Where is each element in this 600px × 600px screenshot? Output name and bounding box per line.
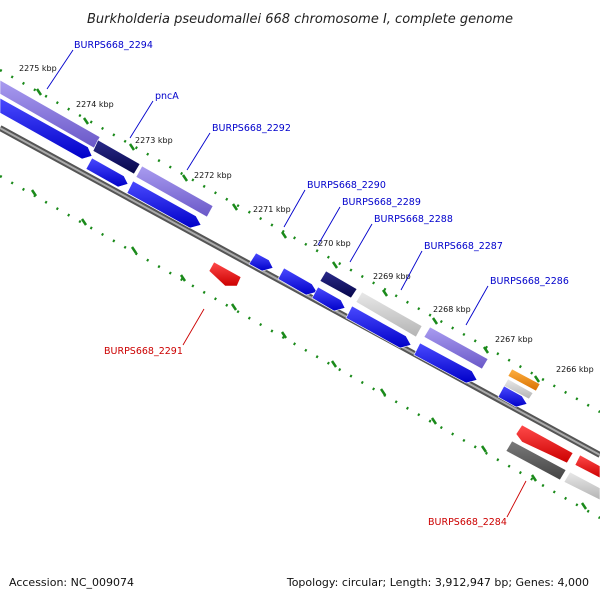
feature-burps668-2286[interactable] — [423, 326, 489, 370]
accession-text: Accession: NC_009074 — [9, 576, 134, 589]
tick-label-2272: 2272 kbp — [194, 171, 232, 180]
tick-labels: 2275 kbp 2274 kbp 2273 kbp 2272 kbp 2271… — [19, 64, 594, 374]
gene-label-burps668-2290[interactable]: BURPS668_2290 — [307, 180, 386, 191]
cds-pnca[interactable] — [85, 157, 129, 188]
gene-label-pnca[interactable]: pncA — [155, 91, 179, 102]
cds-burps668-2284-red[interactable] — [515, 424, 574, 464]
cds-red-right[interactable] — [574, 454, 600, 479]
topology-text: Topology: circular; Length: 3,912,947 bp… — [286, 576, 589, 589]
gene-labels: BURPS668_2294 pncA BURPS668_2292 BURPS66… — [74, 40, 569, 528]
tick-label-2275: 2275 kbp — [19, 64, 57, 73]
tick-label-2269: 2269 kbp — [373, 272, 411, 281]
feature-burps668-2292[interactable] — [135, 165, 214, 218]
reverse-feature-track — [208, 261, 600, 501]
major-ticks-inner — [30, 189, 588, 510]
gene-label-burps668-2291[interactable]: BURPS668_2291 — [104, 346, 183, 357]
cds-burps668-2290b[interactable] — [277, 267, 318, 296]
feature-orange[interactable] — [507, 368, 541, 392]
tick-label-2270: 2270 kbp — [313, 239, 351, 248]
gene-label-burps668-2292[interactable]: BURPS668_2292 — [212, 123, 291, 134]
feature-pnca[interactable] — [92, 139, 141, 175]
gene-label-burps668-2289[interactable]: BURPS668_2289 — [342, 197, 421, 208]
major-ticks-outer — [35, 88, 541, 383]
feature-gray-right[interactable] — [563, 471, 600, 501]
cds-burps668-2288[interactable] — [345, 305, 412, 349]
cds-burps668-2294[interactable] — [0, 97, 93, 160]
cds-burps668-2287[interactable] — [413, 342, 478, 384]
feature-burps668-2288[interactable] — [355, 291, 423, 338]
gene-label-burps668-2286[interactable]: BURPS668_2286 — [490, 276, 569, 287]
cds-burps668-2286[interactable] — [497, 385, 528, 408]
gene-label-burps668-2287[interactable]: BURPS668_2287 — [424, 241, 503, 252]
tick-label-2273: 2273 kbp — [135, 136, 173, 145]
cds-burps668-2292[interactable] — [126, 180, 202, 229]
gene-label-burps668-2288[interactable]: BURPS668_2288 — [374, 214, 453, 225]
tick-label-2271: 2271 kbp — [253, 205, 291, 214]
cds-burps668-2291[interactable] — [208, 261, 242, 287]
forward-feature-track — [0, 79, 541, 400]
feature-burps668-2289[interactable] — [319, 270, 358, 299]
tick-label-2266: 2266 kbp — [556, 365, 594, 374]
tick-label-2268: 2268 kbp — [433, 305, 471, 314]
cds-burps668-2289[interactable] — [311, 286, 346, 312]
gene-label-burps668-2284[interactable]: BURPS668_2284 — [428, 517, 507, 528]
label-leaders — [46, 49, 527, 518]
feature-gray-small[interactable] — [503, 378, 534, 400]
feature-burps668-2294[interactable] — [0, 79, 101, 149]
cds-burps668-2290[interactable] — [248, 252, 274, 272]
feature-burps668-2284[interactable] — [505, 440, 567, 481]
tick-label-2274: 2274 kbp — [76, 100, 114, 109]
gene-label-burps668-2294[interactable]: BURPS668_2294 — [74, 40, 153, 51]
map-title: Burkholderia pseudomallei 668 chromosome… — [87, 12, 513, 27]
tick-label-2267: 2267 kbp — [495, 335, 533, 344]
tick-ring-inner — [0, 174, 600, 520]
tick-ring-outer — [0, 68, 600, 414]
forward-cds-track — [0, 97, 528, 408]
